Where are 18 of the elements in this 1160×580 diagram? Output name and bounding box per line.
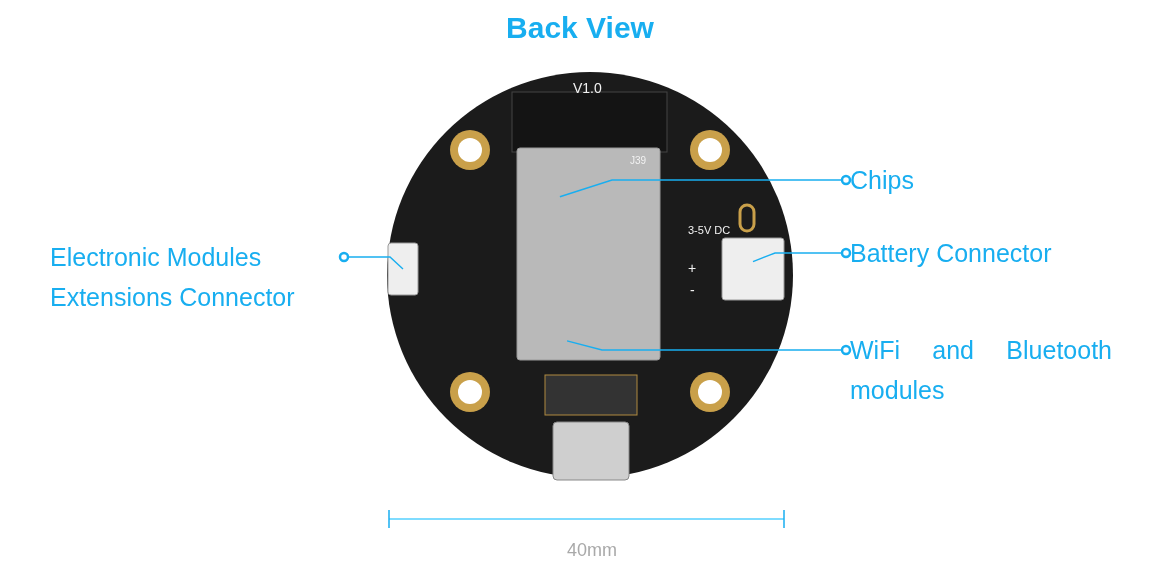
polarity-label: - (690, 282, 695, 298)
voltage-label: 3-5V DC (688, 224, 731, 237)
module-shield-can (516, 147, 661, 361)
leader-line (338, 251, 404, 270)
leader-line (559, 174, 852, 198)
battery-connector-housing (721, 237, 785, 301)
leader-line (752, 247, 852, 263)
callout-text: Electronic Modules Extensions Connector (50, 237, 340, 317)
board-version-label: V1.0 (573, 80, 602, 96)
connector-housing (387, 242, 419, 296)
designator-label: J39 (630, 155, 647, 167)
dimension-label: 40mm (567, 540, 617, 560)
callout-text: Battery Connector (850, 233, 1120, 273)
callout-text: Chips (850, 160, 970, 200)
leader-line (566, 340, 852, 356)
title: Back View (505, 10, 655, 46)
callout-text: WiFi and Bluetooth modules (850, 330, 1112, 410)
polarity-label: + (688, 260, 697, 276)
